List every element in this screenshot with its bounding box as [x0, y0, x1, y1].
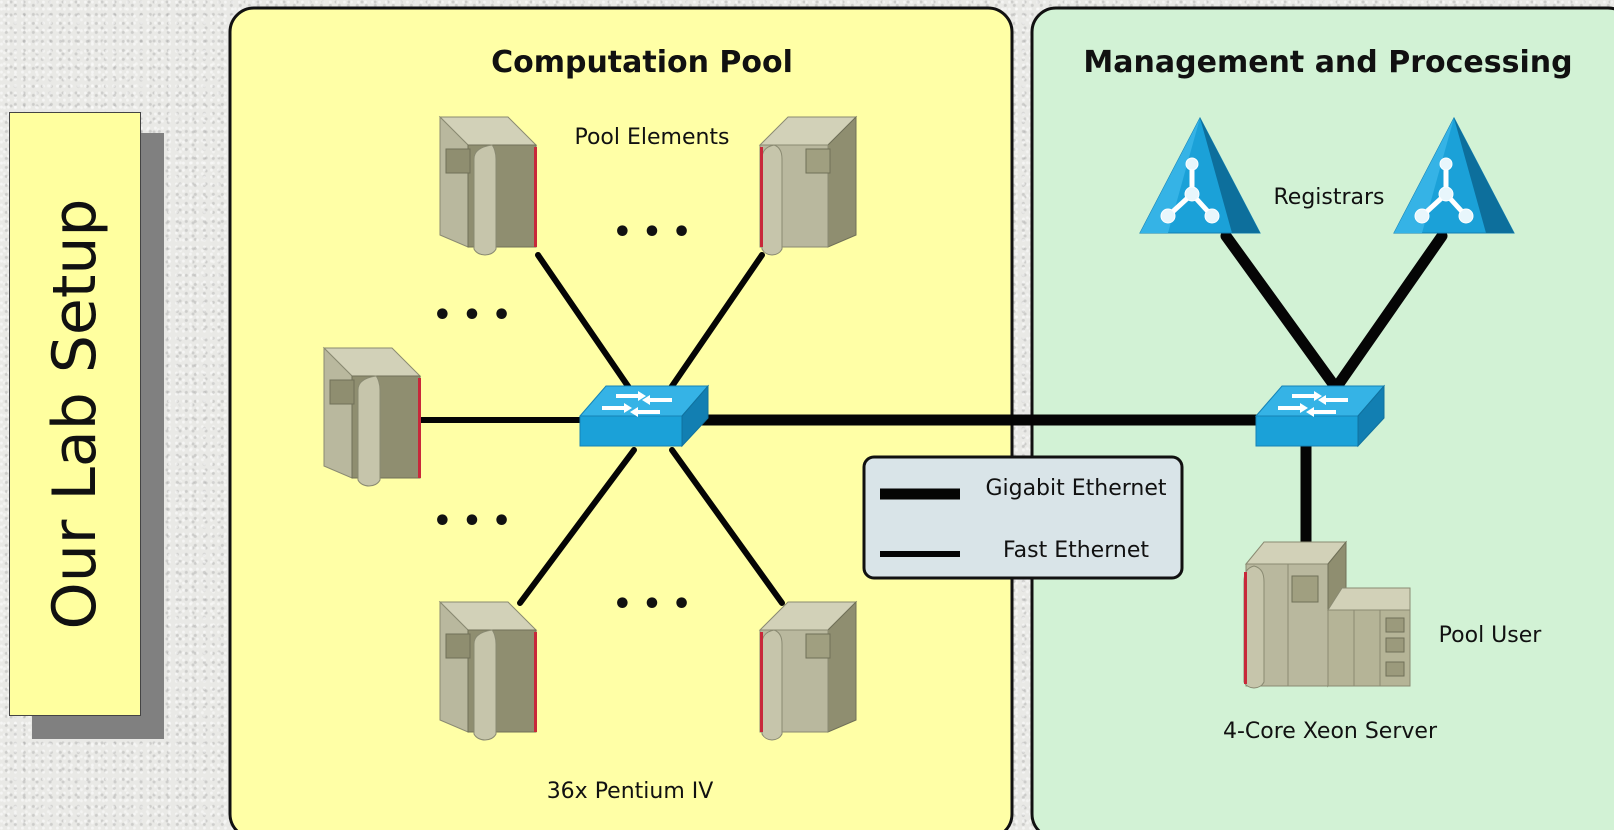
- link-pool-element-top-left: [535, 252, 635, 395]
- pool-element-server-icon: [759, 601, 857, 741]
- pool-user-label: Pool User: [1439, 623, 1543, 648]
- pentium-label: 36x Pentium IV: [547, 779, 714, 804]
- pool-elements-label: Pool Elements: [574, 125, 729, 150]
- link-registrar-right: [1330, 230, 1448, 394]
- computation-pool-title: Computation Pool: [491, 45, 793, 80]
- pool-element-server-icon: [759, 116, 857, 256]
- pool-element-server-icon: [323, 347, 422, 487]
- gigabit-ethernet-links: [684, 230, 1448, 554]
- ellipsis-bottom: • • •: [613, 587, 691, 622]
- link-pool-element-bottom-right: [669, 447, 785, 606]
- switch-icon: [579, 385, 709, 447]
- server-label: 4-Core Xeon Server: [1223, 719, 1438, 744]
- legend: Gigabit Ethernet Fast Ethernet: [862, 455, 1184, 580]
- ellipsis-upper-left: • • •: [433, 298, 511, 333]
- management-title: Management and Processing: [1083, 45, 1572, 80]
- legend-gigabit-label: Gigabit Ethernet: [985, 476, 1166, 501]
- legend-fast-label: Fast Ethernet: [1003, 538, 1149, 563]
- link-registrar-left: [1220, 230, 1342, 394]
- link-pool-element-bottom-left: [517, 447, 637, 606]
- ellipsis-top: • • •: [613, 215, 691, 250]
- pool-element-server-icon: [439, 601, 538, 741]
- link-pool-element-top-right: [665, 252, 765, 395]
- xeon-server-icon: [1243, 540, 1411, 689]
- slide-title-box: [9, 112, 141, 716]
- switch-icon: [1255, 385, 1385, 447]
- registrars-label: Registrars: [1273, 185, 1384, 210]
- fast-ethernet-links: [417, 252, 785, 606]
- ellipsis-lower-left: • • •: [433, 504, 511, 539]
- pool-element-server-icon: [439, 116, 538, 256]
